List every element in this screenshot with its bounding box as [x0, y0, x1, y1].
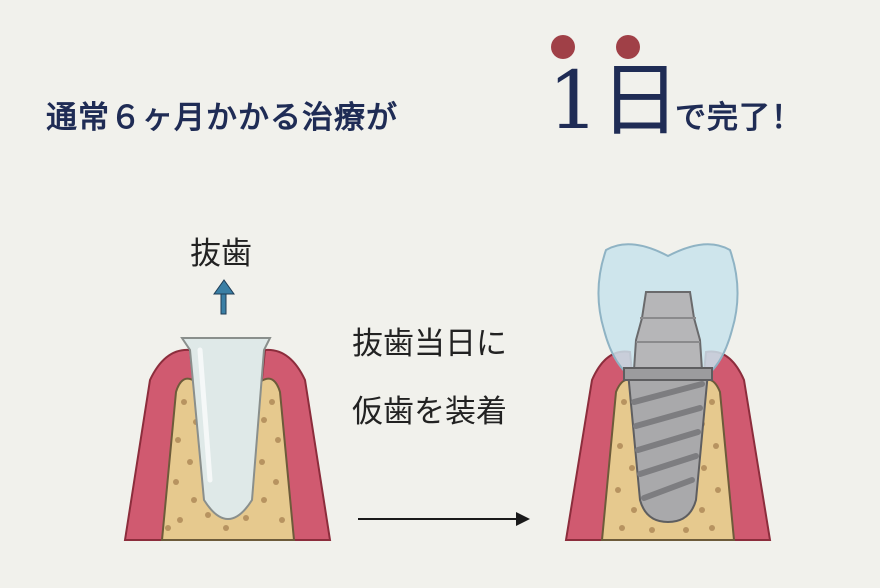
implant-collar [623, 367, 713, 381]
same-day-label-line2: 仮歯を装着 [352, 394, 507, 430]
extraction-label: 抜歯 [190, 236, 252, 272]
implant-threads [631, 381, 705, 501]
extraction-illustration [123, 279, 332, 541]
abutment [632, 291, 704, 371]
right-arrow-icon [358, 512, 530, 526]
headline: 通常６ヶ月かかる治療が 1 日 で完了！ [0, 0, 880, 180]
headline-prefix: 通常６ヶ月かかる治療が [46, 100, 398, 136]
headline-suffix: で完了！ [675, 100, 803, 136]
same-day-label-line1: 抜歯当日に [352, 326, 507, 362]
up-arrow-icon [213, 279, 235, 315]
implant-illustration [564, 243, 772, 541]
headline-number: 1 [548, 54, 599, 147]
headline-unit: 日 [600, 54, 680, 147]
bone-texture [165, 399, 285, 531]
emphasis-dot [616, 35, 640, 59]
emphasis-dot [551, 35, 575, 59]
tooth-highlight [197, 347, 213, 483]
